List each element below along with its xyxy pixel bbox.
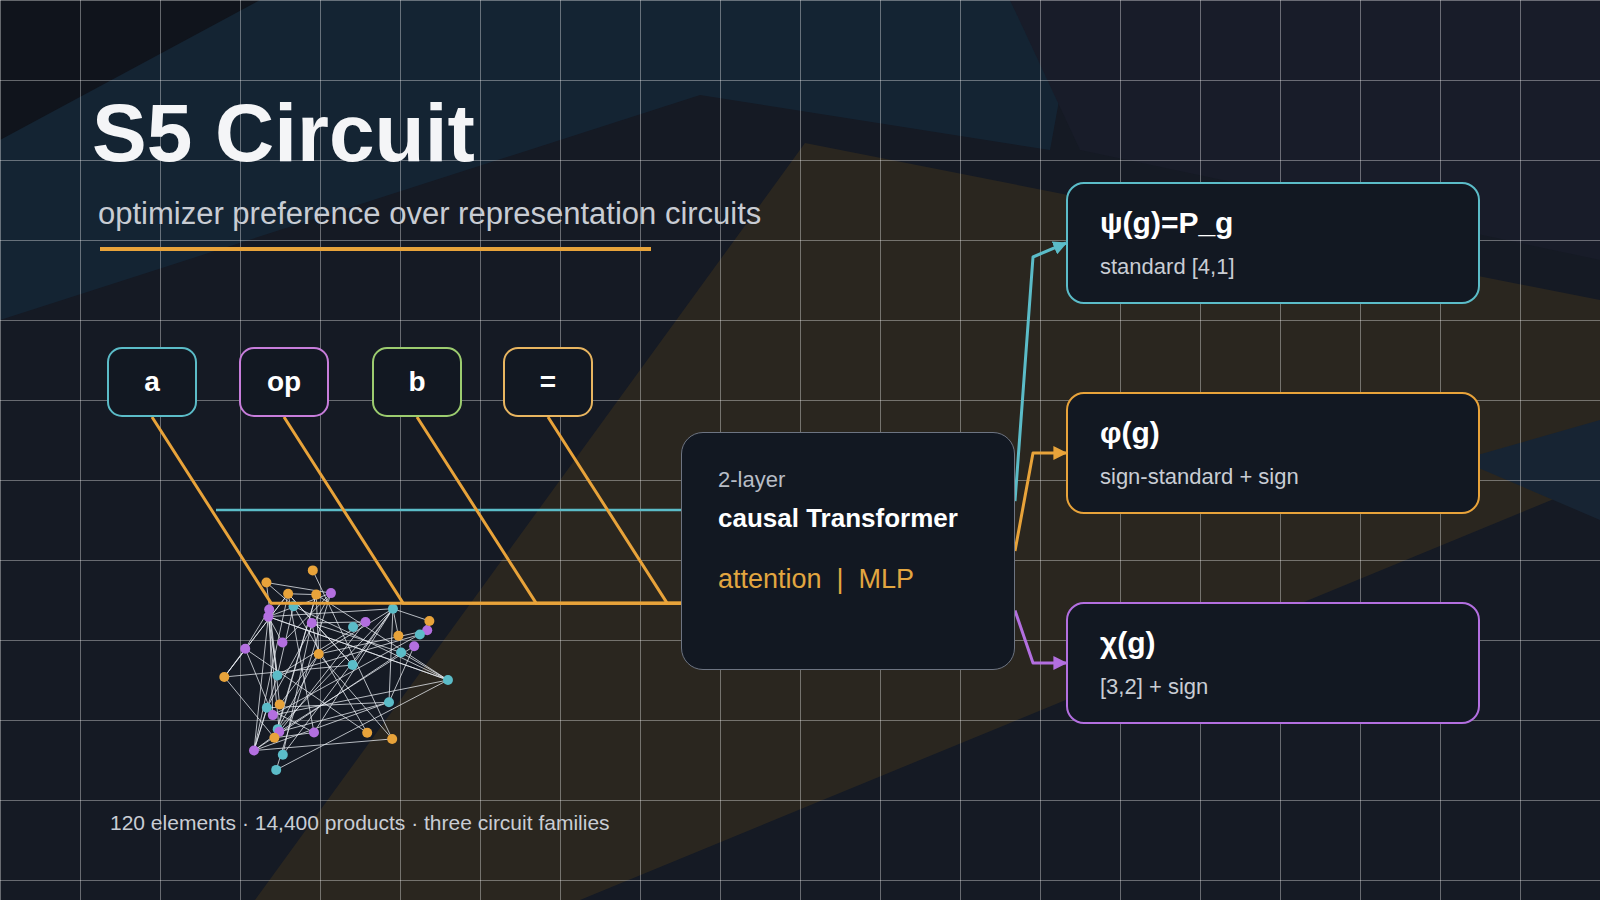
- connector: [417, 417, 681, 603]
- node-heading: b: [408, 366, 425, 398]
- graph-edge: [312, 621, 366, 623]
- accent-line: [216, 509, 681, 512]
- graph-edge: [319, 630, 428, 654]
- node-heading: ψ(g)=P_g: [1100, 206, 1446, 240]
- graph-dot: [387, 734, 397, 744]
- graph-edge: [267, 702, 389, 708]
- token-box: a: [107, 347, 197, 417]
- node-heading: χ(g): [1100, 626, 1446, 660]
- connector: [1015, 453, 1066, 551]
- graph-edge: [268, 617, 277, 676]
- graph-edge: [254, 702, 389, 750]
- node-heading: 2-layer: [718, 467, 978, 493]
- graph-dot: [272, 671, 282, 681]
- graph-dot: [277, 638, 287, 648]
- graph-dot: [415, 630, 425, 640]
- node-heading: a: [144, 366, 160, 398]
- graph-dot: [308, 565, 318, 575]
- graph-dot: [396, 647, 406, 657]
- graph-dot: [409, 641, 419, 651]
- node-text: [3,2] + sign: [1100, 674, 1446, 700]
- graph-edge: [294, 606, 368, 733]
- node-text: causal Transformer: [718, 503, 978, 534]
- graph-dot: [283, 589, 293, 599]
- token-box: =: [503, 347, 593, 417]
- graph-dot: [424, 616, 434, 626]
- connector: [548, 417, 681, 603]
- connector: [1015, 243, 1066, 501]
- graph-edge: [224, 594, 288, 677]
- graph-dot: [348, 622, 358, 632]
- graph-edge: [313, 570, 392, 739]
- graph-dot: [326, 588, 336, 598]
- graph-edge: [254, 594, 288, 751]
- graph-edge: [353, 609, 393, 665]
- graph-dot: [361, 617, 371, 627]
- model-box: 2-layer causal Transformer attention | MLP: [681, 432, 1015, 670]
- token-box: op: [239, 347, 329, 417]
- graph-dot: [393, 631, 403, 641]
- graph-edge: [276, 593, 331, 770]
- graph-dot: [268, 710, 278, 720]
- graph-dot: [388, 604, 398, 614]
- graph-edge: [224, 594, 288, 677]
- graph-edge: [268, 617, 448, 680]
- graph-dot: [261, 578, 271, 588]
- graph-edge: [312, 623, 401, 653]
- graph-dot: [240, 644, 250, 654]
- graph-dot: [249, 746, 259, 756]
- graph-dot: [219, 672, 229, 682]
- graph-dot: [443, 675, 453, 685]
- token-box: b: [372, 347, 462, 417]
- graph-dot: [348, 660, 358, 670]
- graph-edge: [277, 606, 293, 675]
- node-heading: φ(g): [1100, 416, 1446, 450]
- graph-edge: [274, 595, 316, 738]
- graph-dot: [384, 697, 394, 707]
- graph-edge: [254, 617, 268, 751]
- graph-dot: [309, 728, 319, 738]
- connector: [152, 417, 681, 603]
- title: S5 Circuit: [92, 92, 475, 174]
- connector: [284, 417, 681, 603]
- graph-dot: [314, 649, 324, 659]
- node-text: sign-standard + sign: [1100, 464, 1446, 490]
- graph-edge: [319, 654, 392, 739]
- graph-edge: [273, 680, 448, 715]
- node-heading: op: [267, 366, 301, 398]
- graph-dot: [275, 700, 285, 710]
- node-text: attention | MLP: [718, 564, 978, 595]
- graph-dot: [263, 612, 273, 622]
- graph-edge: [389, 646, 414, 702]
- graph-edge: [401, 652, 448, 680]
- graph-edge: [316, 595, 448, 680]
- graph-edge: [279, 646, 414, 732]
- graph-edge: [276, 680, 448, 770]
- circuit-box: φ(g) sign-standard + sign: [1066, 392, 1480, 514]
- graph-dot: [362, 728, 372, 738]
- node-heading: =: [540, 366, 556, 398]
- circuit-box: ψ(g)=P_g standard [4,1]: [1066, 182, 1480, 304]
- graph-edge: [268, 593, 331, 617]
- graph-dot: [311, 590, 321, 600]
- graph-dot: [269, 733, 279, 743]
- graph-dot: [307, 618, 317, 628]
- graph-dot: [271, 765, 281, 775]
- caption: 120 elements · 14,400 products · three c…: [110, 811, 610, 834]
- graph-edge: [268, 617, 448, 680]
- node-text: standard [4,1]: [1100, 254, 1446, 280]
- connector: [1015, 611, 1066, 664]
- circuit-box: χ(g) [3,2] + sign: [1066, 602, 1480, 724]
- graph-edge: [389, 609, 393, 703]
- title-underline: [100, 247, 651, 251]
- graph-edge: [393, 609, 429, 621]
- subtitle: optimizer preference over representation…: [98, 197, 761, 231]
- graph-edge: [224, 677, 274, 738]
- graph-dot: [278, 750, 288, 760]
